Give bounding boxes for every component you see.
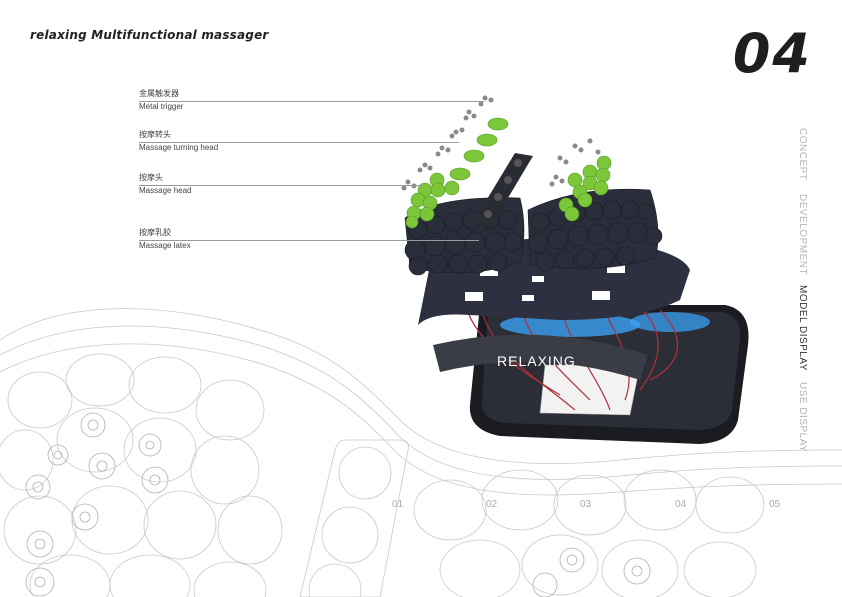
label-metal-trigger: 金属触发器 Metal trigger (139, 88, 183, 111)
background-sketch (0, 308, 842, 597)
center-strip (472, 153, 533, 228)
label-zh: 按摩转头 (139, 130, 171, 139)
nav-item-model-display[interactable]: MODEL DISPLAY (797, 285, 808, 371)
nav-item-use-display[interactable]: USE DISPLAY (797, 382, 808, 453)
massage-latex-right (527, 188, 663, 272)
nav-item-development[interactable]: DEVELOPMENT (797, 194, 808, 276)
base-tray (469, 305, 749, 444)
massage-heads (405, 117, 612, 229)
background-nodes (25, 412, 651, 597)
tick-01: 01 (392, 499, 404, 510)
side-navigation: CONCEPT DEVELOPMENT MODEL DISPLAY USE DI… (797, 128, 813, 458)
relaxing-band: RELAXING (433, 334, 648, 380)
label-zh: 按摩头 (139, 173, 163, 182)
metal-triggers (401, 95, 601, 191)
label-massage-turning-head: 按摩转头 Massage turning head (139, 129, 218, 152)
label-massage-latex: 按摩乳胶 Massage latex (139, 227, 191, 250)
page-title: relaxing Multifunctional massager (30, 28, 269, 42)
label-en: Massage latex (139, 241, 191, 250)
label-zh: 按摩乳胶 (139, 228, 171, 237)
tick-02: 02 (486, 499, 498, 510)
leader-line-massage-head (139, 185, 424, 186)
relaxing-band-text: RELAXING (497, 353, 576, 369)
massage-latex-left (404, 197, 525, 276)
label-en: Metal trigger (139, 102, 184, 111)
page-number: 04 (732, 22, 812, 85)
leader-line-metal-trigger (139, 101, 484, 102)
leader-line-latex (139, 240, 479, 241)
leader-line-turning-head (139, 142, 459, 143)
label-massage-head: 按摩头 Massage head (139, 172, 191, 195)
tick-05: 05 (769, 499, 781, 510)
label-zh: 金属触发器 (139, 89, 179, 98)
label-en: Massage turning head (139, 143, 219, 152)
label-en: Massage head (139, 186, 192, 195)
tick-04: 04 (675, 499, 687, 510)
nav-item-concept[interactable]: CONCEPT (797, 128, 808, 181)
tick-03: 03 (580, 499, 592, 510)
